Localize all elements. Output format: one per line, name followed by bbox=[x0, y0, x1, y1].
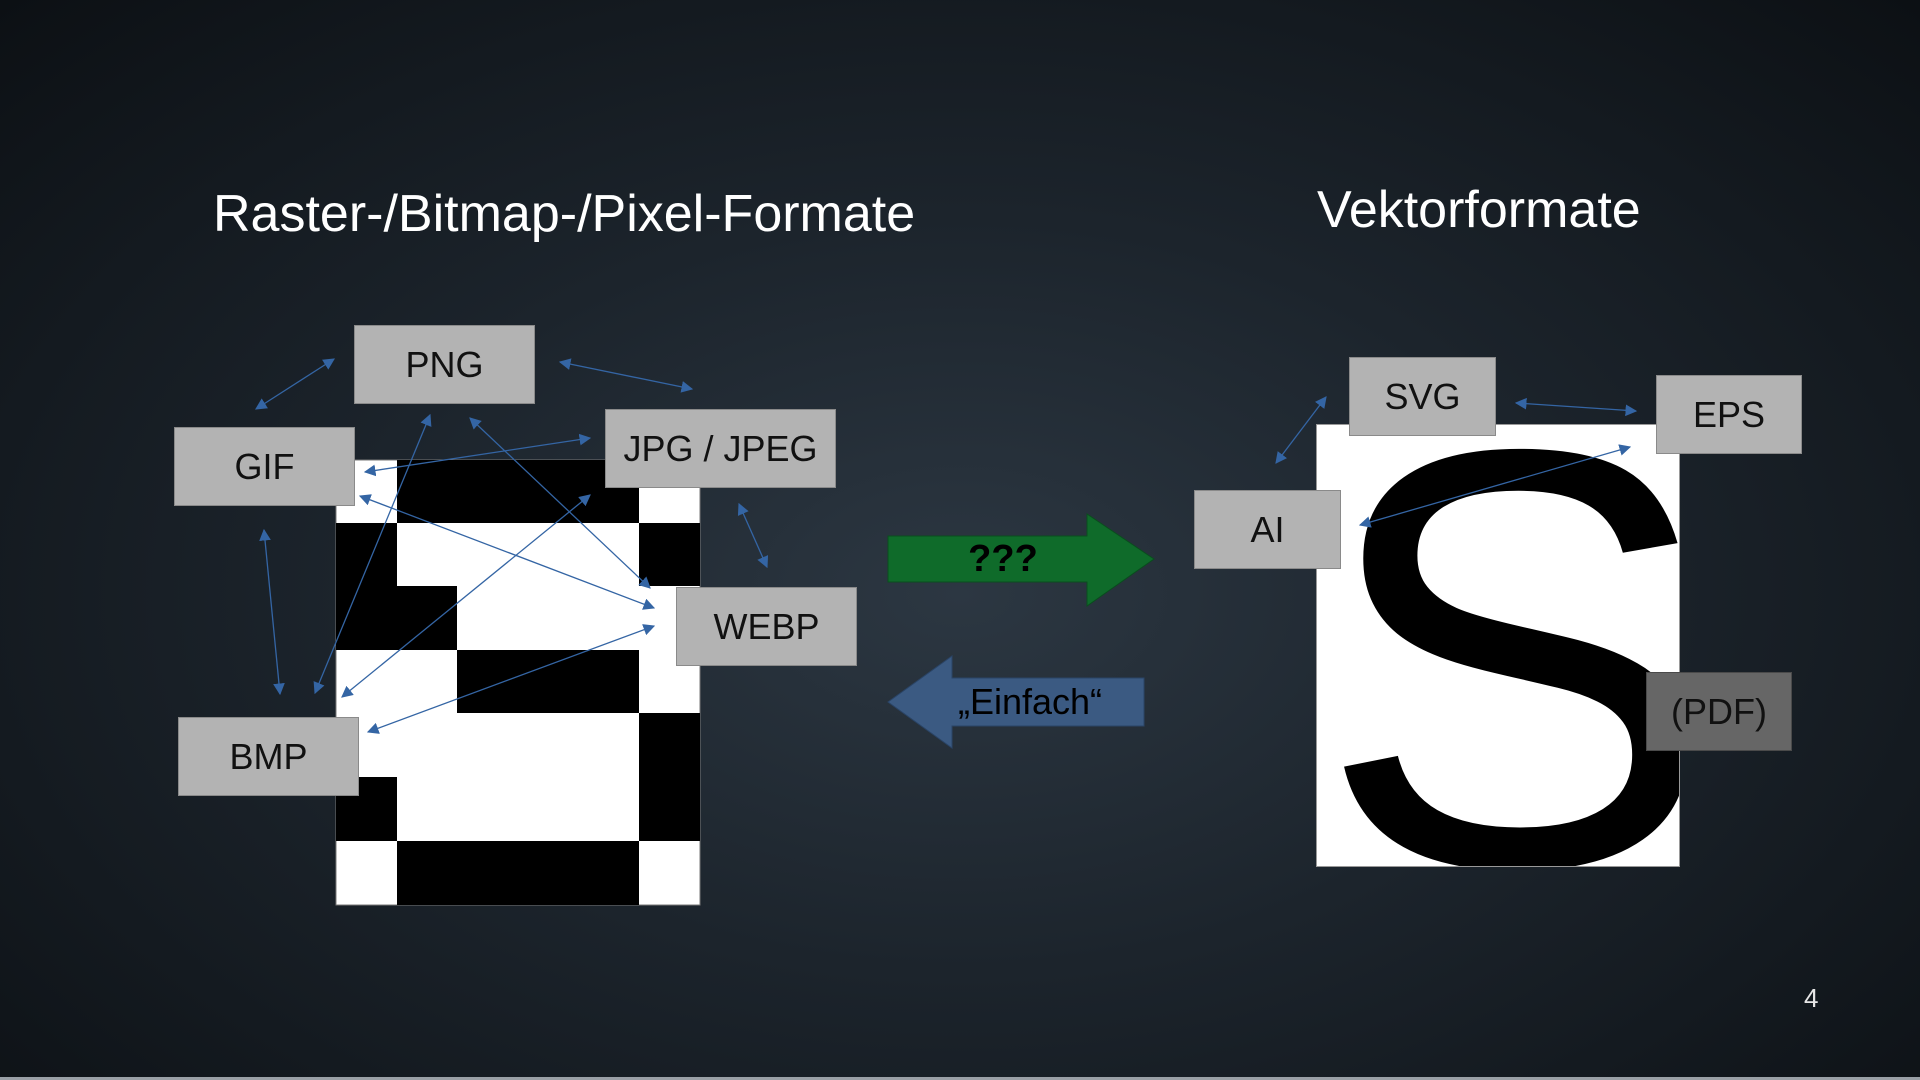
ai-box: AI bbox=[1194, 490, 1341, 569]
raster-formats-title: Raster-/Bitmap-/Pixel-Formate bbox=[213, 185, 916, 243]
jpg-box: JPG / JPEG bbox=[605, 409, 836, 488]
bmp-box: BMP bbox=[178, 717, 359, 796]
connector-bmp-webp bbox=[366, 624, 656, 734]
svg-box: SVG bbox=[1349, 357, 1496, 436]
connector-svg-eps bbox=[1514, 397, 1638, 417]
connector-ai-svg bbox=[1275, 396, 1327, 464]
connector-png-jpg bbox=[558, 358, 694, 393]
connector-gif-png bbox=[255, 358, 335, 410]
eps-box: EPS bbox=[1656, 375, 1802, 454]
connector-jpg-webp bbox=[737, 502, 769, 569]
connector-gif-bmp bbox=[259, 528, 285, 696]
connector-ai-eps bbox=[1358, 444, 1632, 528]
page-number: 4 bbox=[1804, 983, 1819, 1013]
vector-formats-title: Vektorformate bbox=[1317, 181, 1641, 239]
to-raster-arrow bbox=[887, 655, 1145, 749]
png-box: PNG bbox=[354, 325, 535, 404]
gif-box: GIF bbox=[174, 427, 355, 506]
pdf-box: (PDF) bbox=[1646, 672, 1792, 751]
to-raster-label: „Einfach“ bbox=[957, 681, 1103, 722]
webp-box: WEBP bbox=[676, 587, 857, 666]
to-vector-arrow bbox=[887, 513, 1155, 607]
to-vector-label: ??? bbox=[968, 537, 1038, 580]
bottom-divider bbox=[0, 1077, 1920, 1080]
